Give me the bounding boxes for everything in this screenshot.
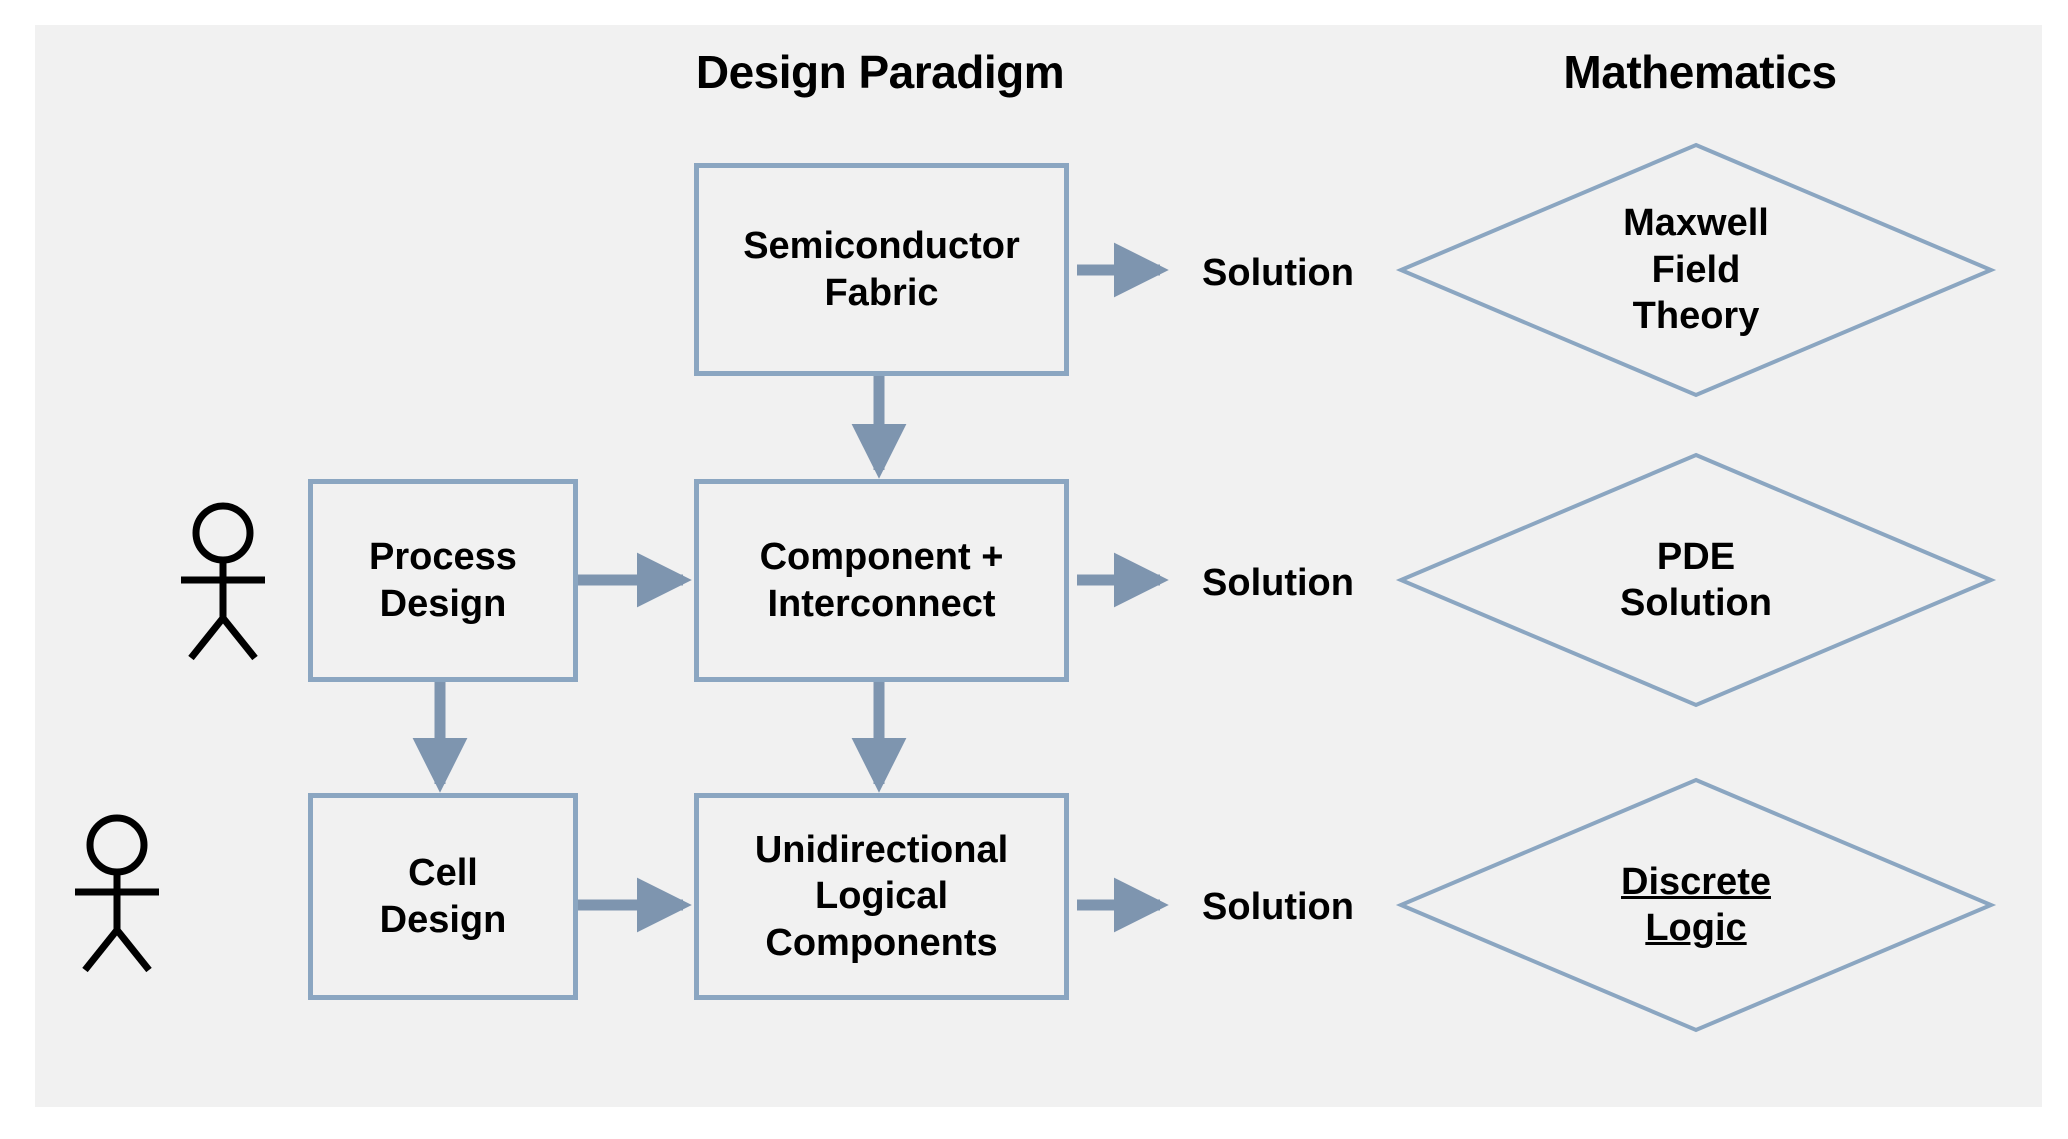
diamond-line-2: Field — [1651, 248, 1741, 291]
box-line-3: Components — [765, 921, 998, 964]
diamond-shape — [1395, 777, 1997, 1033]
diamond-label-discrete-logic: Discrete Logic — [1398, 777, 1994, 1033]
process-box-cell-design[interactable]: Cell Design — [308, 793, 578, 1000]
diamond-label-pde-solution: PDE Solution — [1398, 452, 1994, 708]
solution-label-bottom: Solution — [1202, 886, 1354, 928]
box-line-1: Cell — [408, 852, 478, 895]
actor-engineer-top[interactable] — [158, 500, 288, 675]
column-header-design-paradigm: Design Paradigm — [695, 46, 1065, 98]
math-diamond-discrete-logic[interactable]: Discrete Logic — [1395, 777, 1997, 1033]
box-label-component-interconnect: Component + Interconnect — [750, 534, 1014, 627]
process-box-unidirectional-logical-components[interactable]: Unidirectional Logical Components — [694, 793, 1069, 1000]
diamond-line-1: Maxwell — [1623, 202, 1769, 245]
diamond-line-1: Discrete — [1621, 860, 1771, 903]
box-line-1: Process — [369, 536, 517, 579]
box-label-semiconductor-fabric: Semiconductor Fabric — [733, 223, 1030, 316]
box-line-2: Fabric — [824, 271, 939, 314]
diamond-shape — [1395, 452, 1997, 708]
math-diamond-maxwell-field-theory[interactable]: Maxwell Field Theory — [1395, 142, 1997, 398]
box-line-1: Unidirectional — [754, 828, 1009, 871]
stick-figure-icon — [75, 814, 159, 973]
process-box-process-design[interactable]: Process Design — [308, 479, 578, 682]
box-line-2: Design — [379, 582, 507, 625]
stick-figure-icon — [181, 502, 265, 661]
column-header-mathematics: Mathematics — [1563, 46, 1837, 98]
solution-label-top: Solution — [1202, 252, 1354, 294]
process-box-semiconductor-fabric[interactable]: Semiconductor Fabric — [694, 163, 1069, 376]
diamond-line-2: Solution — [1620, 582, 1772, 624]
diamond-shape — [1395, 142, 1997, 398]
box-line-1: Component + — [759, 536, 1004, 579]
solution-label-middle: Solution — [1202, 562, 1354, 604]
box-line-2: Interconnect — [767, 582, 996, 625]
box-label-process-design: Process Design — [359, 534, 527, 627]
box-line-1: Semiconductor — [743, 225, 1020, 268]
diamond-label-maxwell-field-theory: Maxwell Field Theory — [1398, 142, 1994, 398]
diamond-line-2: Logic — [1645, 907, 1747, 949]
diamond-line-1: PDE — [1656, 535, 1736, 578]
process-box-component-interconnect[interactable]: Component + Interconnect — [694, 479, 1069, 682]
actor-engineer-bottom[interactable] — [52, 812, 182, 987]
math-diamond-pde-solution[interactable]: PDE Solution — [1395, 452, 1997, 708]
box-label-cell-design: Cell Design — [370, 850, 517, 943]
box-line-2: Design — [379, 898, 507, 941]
box-label-unidirectional-logical-components: Unidirectional Logical Components — [745, 827, 1018, 966]
diamond-line-3: Theory — [1632, 295, 1760, 338]
box-line-2: Logical — [814, 875, 949, 918]
